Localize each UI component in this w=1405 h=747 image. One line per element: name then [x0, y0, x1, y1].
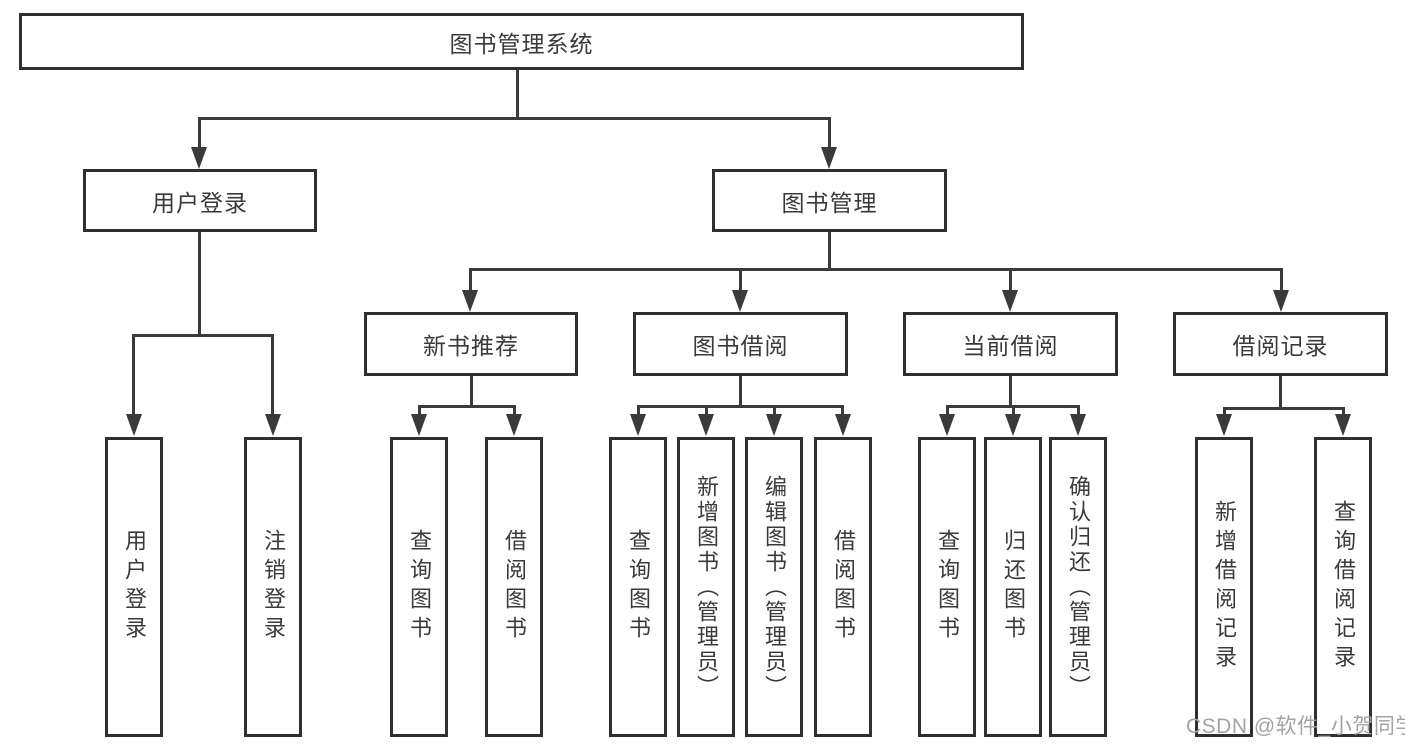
leaf-borrow-books-recommend: 借阅图书	[485, 437, 543, 737]
arrowhead	[1216, 414, 1232, 436]
arrowhead	[630, 414, 646, 436]
connector	[828, 117, 831, 149]
connector	[1012, 405, 1015, 416]
connector	[132, 334, 135, 416]
arrowhead	[506, 414, 522, 436]
node-new-book-recommend: 新书推荐	[364, 312, 578, 376]
leaf-user-login: 用户登录	[105, 437, 163, 737]
connector	[198, 117, 201, 149]
leaf-query-books-recommend: 查询图书	[390, 437, 448, 737]
arrowhead	[1005, 414, 1021, 436]
arrowhead	[265, 414, 281, 436]
connector	[946, 405, 949, 416]
node-user-login: 用户登录	[83, 169, 317, 232]
leaf-return-books: 归还图书	[984, 437, 1042, 737]
connector	[828, 232, 831, 271]
connector	[198, 117, 831, 120]
connector	[271, 334, 274, 416]
leaf-confirm-return-admin: 确认归还（管理员）	[1049, 437, 1107, 737]
leaf-borrow-books: 借阅图书	[814, 437, 872, 737]
connector	[513, 405, 516, 416]
arrowhead	[411, 414, 427, 436]
connector	[773, 405, 776, 416]
connector	[1280, 268, 1283, 292]
connector	[1223, 407, 1226, 416]
connector	[418, 405, 421, 416]
arrowhead	[1335, 414, 1351, 436]
node-book-management: 图书管理	[712, 169, 947, 232]
connector	[469, 268, 1283, 271]
node-current-borrow: 当前借阅	[903, 312, 1118, 376]
arrowhead	[1273, 290, 1289, 312]
connector	[516, 70, 519, 118]
leaf-add-books-admin: 新增图书（管理员）	[677, 437, 735, 737]
connector	[1009, 376, 1012, 407]
csdn-watermark: CSDN @软件_小贺同学	[1186, 715, 1405, 738]
connector	[198, 232, 201, 336]
arrowhead	[126, 414, 142, 436]
connector	[739, 268, 742, 292]
leaf-add-borrow-record: 新增借阅记录	[1195, 437, 1253, 737]
connector	[132, 334, 274, 337]
leaf-query-books-borrow: 查询图书	[609, 437, 667, 737]
arrowhead	[191, 147, 207, 169]
leaf-query-books-current: 查询图书	[918, 437, 976, 737]
connector	[637, 405, 844, 408]
arrowhead	[766, 414, 782, 436]
leaf-query-borrow-record: 查询借阅记录	[1314, 437, 1372, 737]
node-root-system: 图书管理系统	[19, 13, 1024, 70]
connector	[470, 376, 473, 407]
connector	[469, 268, 472, 292]
node-book-borrow: 图书借阅	[633, 312, 848, 376]
connector	[739, 376, 742, 407]
arrowhead	[821, 147, 837, 169]
arrowhead	[462, 290, 478, 312]
leaf-edit-books-admin: 编辑图书（管理员）	[745, 437, 803, 737]
node-borrow-records: 借阅记录	[1173, 312, 1388, 376]
arrowhead	[1070, 414, 1086, 436]
connector	[637, 405, 640, 416]
arrowhead	[698, 414, 714, 436]
leaf-logout: 注销登录	[244, 437, 302, 737]
connector	[705, 405, 708, 416]
connector	[1342, 407, 1345, 416]
connector	[418, 405, 516, 408]
arrowhead	[835, 414, 851, 436]
connector	[1223, 407, 1345, 410]
arrowhead	[1002, 290, 1018, 312]
connector	[1077, 405, 1080, 416]
connector	[841, 405, 844, 416]
arrowhead	[732, 290, 748, 312]
connector	[1009, 268, 1012, 292]
connector	[1279, 376, 1282, 409]
arrowhead	[939, 414, 955, 436]
